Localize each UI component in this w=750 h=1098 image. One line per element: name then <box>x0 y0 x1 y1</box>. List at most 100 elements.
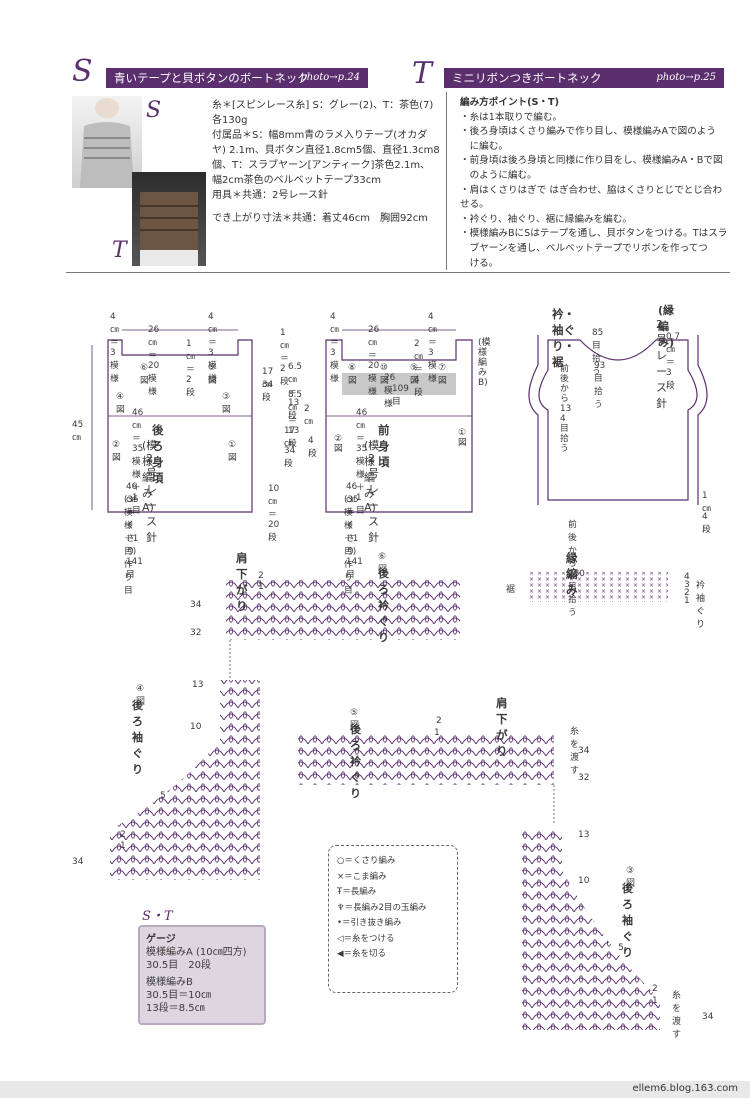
materials-line: 個、T：スラブヤーン[アンティーク]茶色2.1m、 <box>212 160 431 171</box>
edging-title: 衿・袖ぐり・裾 <box>552 307 575 369</box>
front-width: 46㎝＝35模様＋1目 <box>356 408 368 516</box>
materials-line: 各130g <box>212 115 248 126</box>
dim-f: 17㎝ <box>284 426 296 449</box>
edging-hem-rows: 4段 <box>702 512 711 535</box>
legend-text: ＝こま編み <box>344 871 387 882</box>
header-divider <box>446 92 447 270</box>
points-line: ・糸は1本取りで編む。 <box>460 111 563 123</box>
front-row-7: ⑦図 <box>438 363 447 386</box>
section-divider <box>66 272 730 273</box>
materials-line: 幅2cm茶色のベルベットテープ33cm <box>212 175 381 186</box>
edging-chart-area <box>526 572 668 602</box>
photo-thumbnail-s <box>72 96 142 188</box>
edging-row: 0.7㎝＝3段 <box>666 332 680 391</box>
fig4-name: 後ろ袖ぐり <box>132 699 143 776</box>
gauge-head: ゲージ <box>146 934 176 945</box>
materials-block: 糸＊[スピンレース糸] S：グレー(2)、T：茶色(7) 各130g 付属品＊S… <box>212 98 442 226</box>
gauge-l2: 30.5目 20段 <box>146 960 211 971</box>
back-fig4: ④図 <box>116 392 125 415</box>
gauge-box: ゲージ 模様編みA (10㎝四方) 30.5目 20段 模様編みB 30.5目＝… <box>138 925 266 1025</box>
fig4-row-5: 5 <box>160 791 166 801</box>
footer-watermark: ellem6.blog.163.com <box>632 1083 738 1094</box>
legend-item: ○＝くさり編み <box>337 854 449 870</box>
thumb-s-label: S <box>146 98 162 123</box>
section-t-title: ミニリボンつきボートネック <box>452 71 602 85</box>
back-neck: 1㎝＝2段 <box>186 339 195 398</box>
dim-g: 34段 <box>284 446 296 469</box>
points-title: 編み方ポイント(S・T) <box>460 97 559 108</box>
back-body-outline <box>107 339 253 513</box>
front-row-9: ⑨図 <box>410 363 419 386</box>
pattern-b-band <box>342 373 456 395</box>
points-line: に編む。 <box>460 140 508 152</box>
legend-item: ×＝こま編み <box>337 870 449 886</box>
fig5-label: ⑤図 <box>350 708 360 731</box>
legend-symbol-icon: × <box>337 871 345 882</box>
front-top-right: 4㎝＝3模様 <box>428 312 437 384</box>
points-line: ・肩はくさりはぎで はぎ合わせ、脇はくさりとじでとじ合わせる。 <box>460 184 723 211</box>
points-line: のように編む。 <box>460 169 537 181</box>
dim-d: 17㎝ <box>262 367 274 390</box>
legend-symbol-icon: ◀ <box>337 949 344 959</box>
back-fig6: ⑥図 <box>140 363 149 386</box>
back-pattern: (模様編み A) <box>142 439 158 514</box>
legend-text: ＝引き抜き編み <box>342 918 402 928</box>
legend-text: ＝長編み <box>342 887 377 897</box>
section-t-photo: photo→p.25 <box>656 72 716 83</box>
fig3-row-1: 1 <box>652 996 658 1006</box>
dim-a: 1㎝＝2段 <box>280 328 289 387</box>
fig6-row-1: 1 <box>258 582 264 592</box>
fig4-stitch-area <box>110 680 260 880</box>
fig3-pass: 糸を渡す <box>672 991 682 1040</box>
back-top-left: 4㎝＝3模様 <box>110 312 119 384</box>
legend-item: Ŧ＝長編み <box>337 885 449 901</box>
dim-h: 2㎝ <box>304 404 313 427</box>
dim-c: 8.5㎝＝13段 <box>288 390 302 449</box>
dim-b: 6.5㎝＝13段 <box>288 362 302 421</box>
edging-hem-h: 1㎝ <box>702 491 711 514</box>
fig5-row-2: 2 <box>436 716 442 726</box>
front-fig2: ②図 <box>334 434 343 454</box>
stitch-charts: × <box>110 572 668 1030</box>
legend-symbol-icon: ◁ <box>337 933 344 944</box>
section-t-header: ミニリボンつきボートネック photo→p.25 <box>444 68 724 88</box>
front-top-mid: 26㎝＝20模様 <box>368 325 380 397</box>
points-line: ・模様編みBにSはテープを通し、貝ボタンをつける。Tはスラ <box>460 228 728 240</box>
dim-j: 10㎝＝20段 <box>268 484 280 543</box>
model-t-illustration <box>140 192 198 266</box>
section-t-letter: T <box>412 56 433 91</box>
fig6-label: ⑥図 <box>378 552 388 575</box>
legend-text: ＝糸を切る <box>343 949 387 959</box>
fig5-row-1: 1 <box>434 728 440 738</box>
back-fig3: ③図 <box>222 392 231 415</box>
points-line: ・後ろ身頃はくさり編みで作り目し、模様編みAで図のよう <box>460 126 716 138</box>
section-s-letter: S <box>72 54 93 89</box>
legend-item: ◁＝糸をつける <box>337 932 449 948</box>
front-band2: 109目 <box>392 384 409 407</box>
fig3-name: 後ろ袖ぐり <box>622 882 633 959</box>
fig5-name: 後ろ衿ぐり <box>350 723 361 800</box>
back-bottom2: (35模様＋1目) 作り目 <box>124 495 139 596</box>
front-row-10: ⑩図 <box>380 363 389 386</box>
front-fig1: ①図 <box>458 428 467 448</box>
legend-text: ＝くさり編み <box>344 856 396 866</box>
photo-thumbnail-t <box>132 172 206 266</box>
fig5-shoulder: 肩下がり <box>496 696 508 758</box>
fig4-label: ④図 <box>136 684 146 707</box>
edge-chart-row-3: 3 <box>684 580 690 590</box>
edge-chart-right2: 袖ぐり <box>696 594 706 630</box>
edge-chart-row-4: 4 <box>684 572 690 582</box>
finish-size: でき上がり寸法＊共通：着丈46cm 胸囲92cm <box>212 213 428 224</box>
legend-symbol-icon: ♆ <box>337 902 345 913</box>
edge-chart-row-2: 2 <box>684 588 690 598</box>
edge-chart-title: 縁編み <box>566 551 578 597</box>
legend-symbol-icon: ○ <box>337 856 345 866</box>
fig4-row-2: 2 <box>120 830 126 840</box>
back-top-mid: 26㎝＝20模様 <box>148 325 160 397</box>
edging-needle: 2号レース針 <box>656 318 667 410</box>
symbol-legend: ○＝くさり編み ×＝こま編み Ŧ＝長編み ♆＝長編み2目の玉編み •＝引き抜き編… <box>328 845 458 993</box>
back-width: 46㎝＝35模様＋1目 <box>132 408 144 516</box>
gauge-l1: 模様編みA (10㎝四方) <box>146 947 247 958</box>
front-neck: 2㎝＝4段 <box>414 339 423 398</box>
front-body-outline <box>325 339 473 513</box>
